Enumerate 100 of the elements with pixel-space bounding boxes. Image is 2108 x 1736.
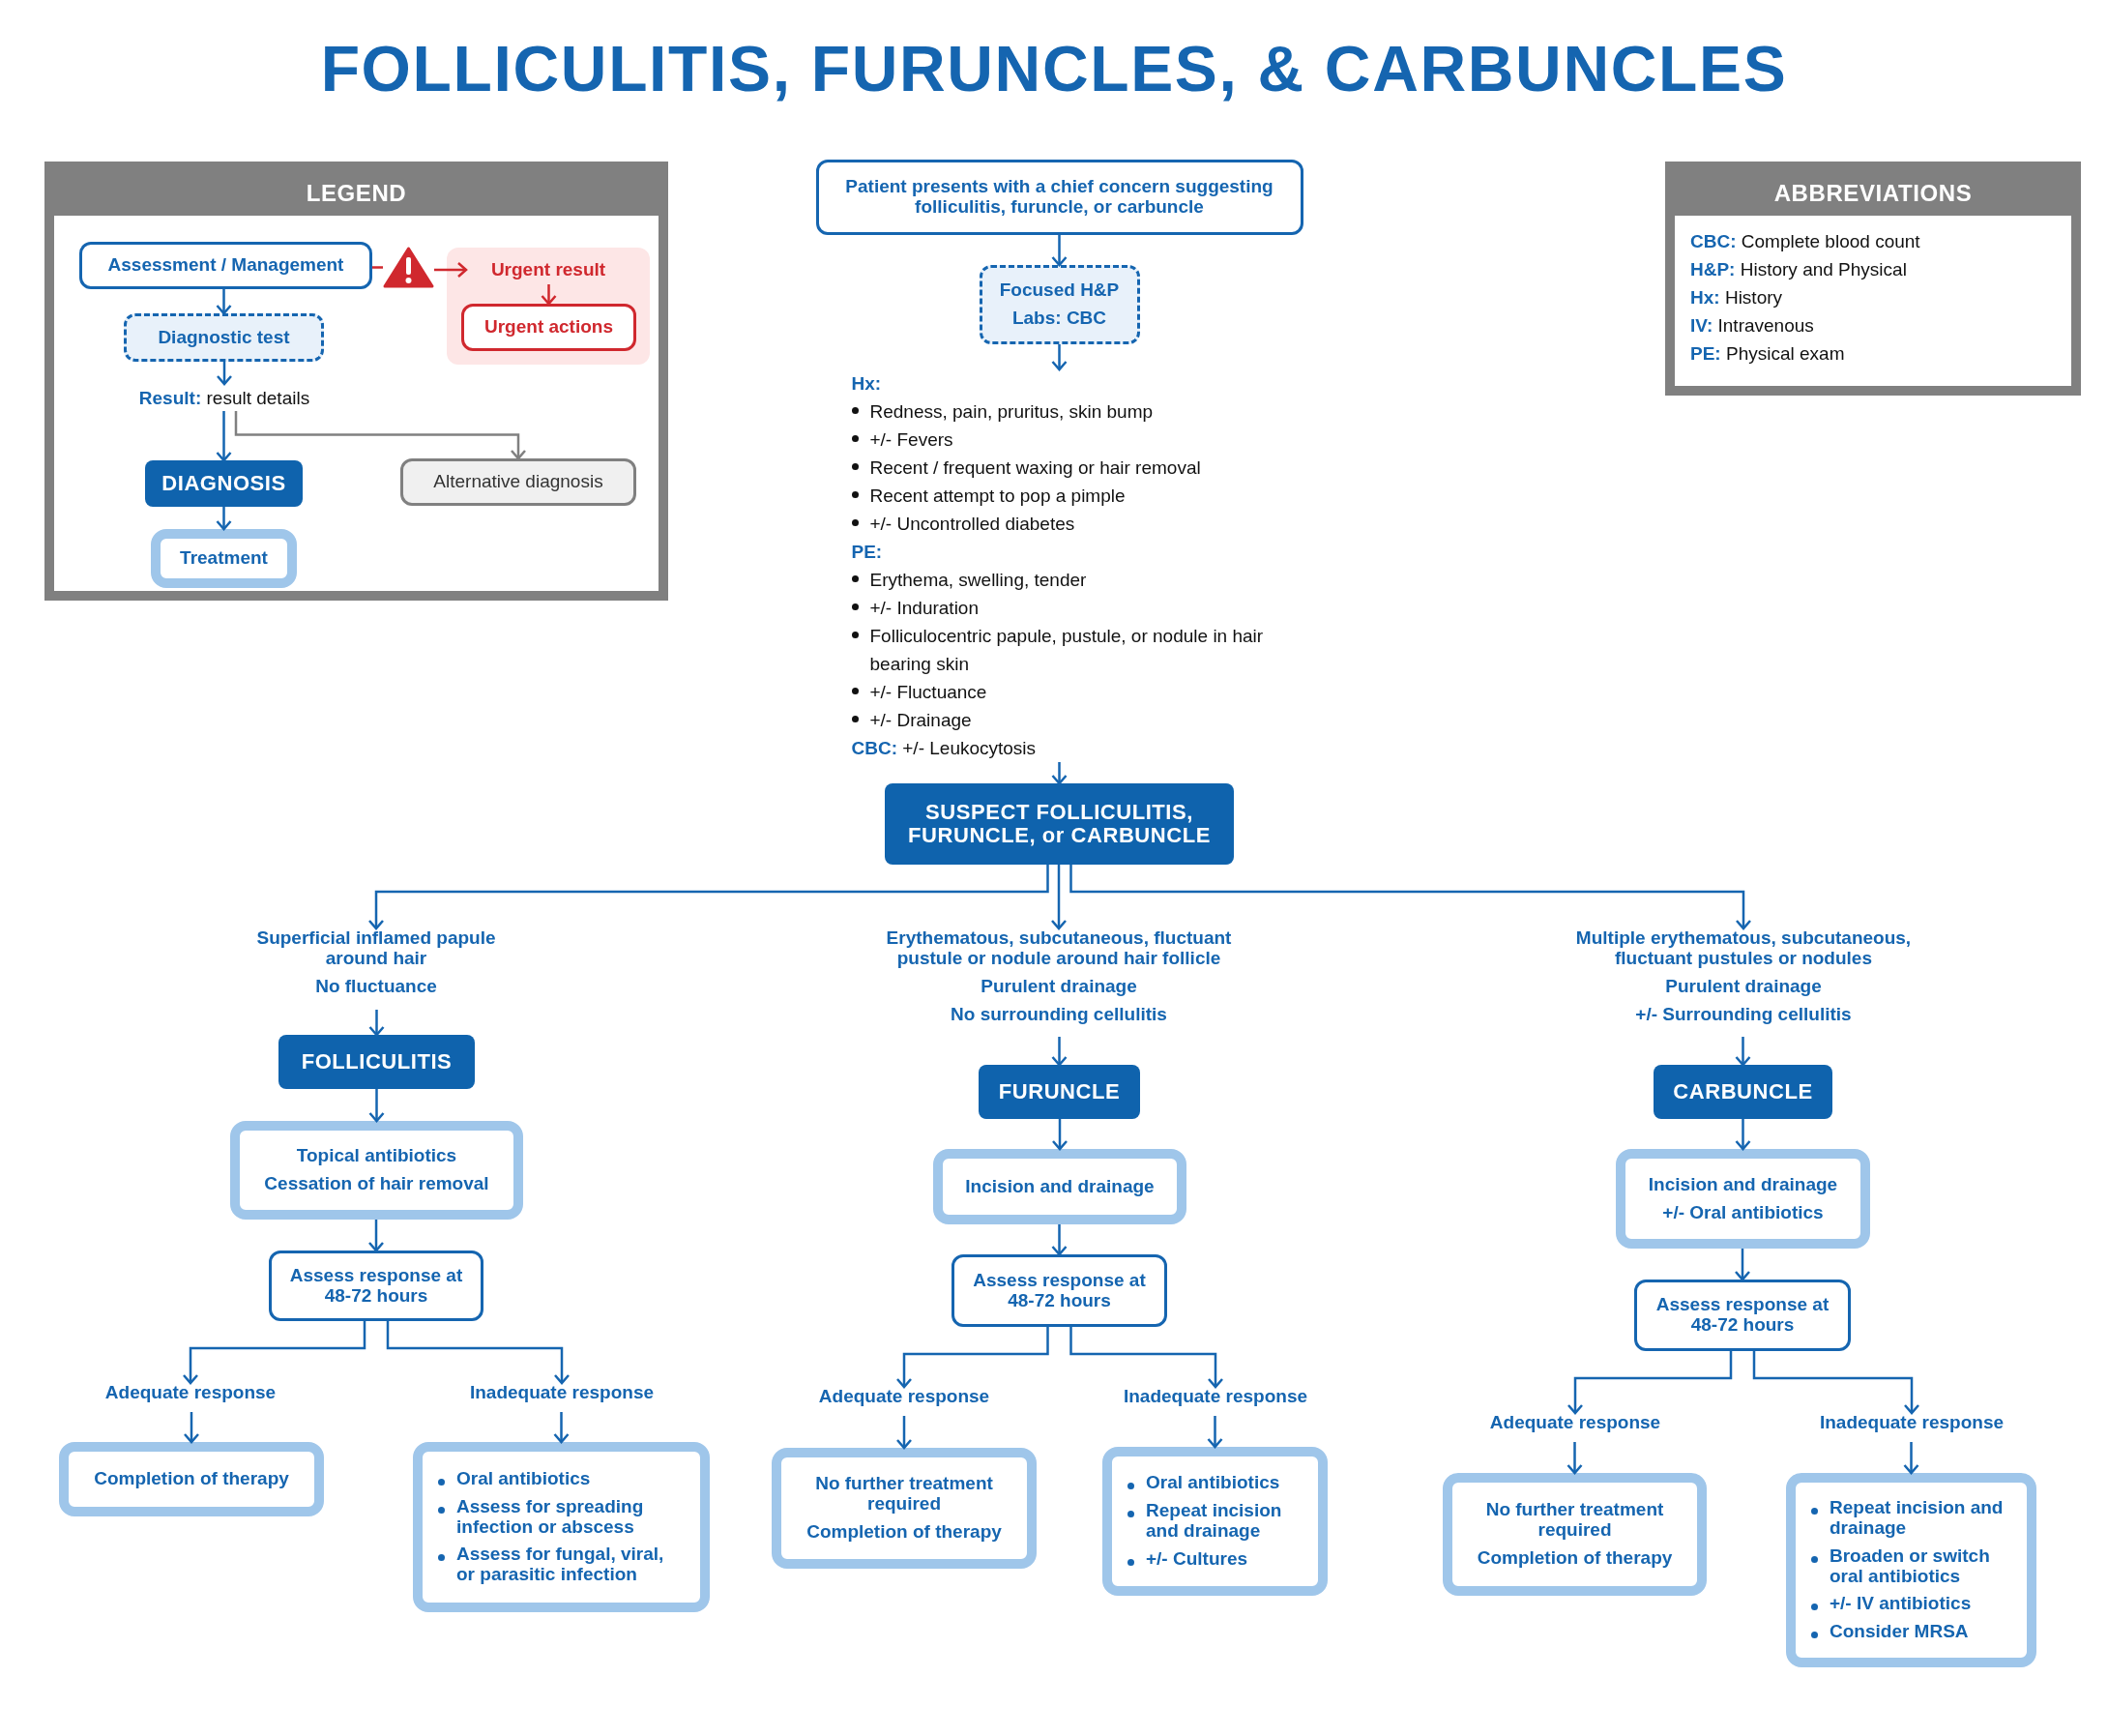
bullet-text: Assess for fungal, viral, or parasitic infection	[456, 1545, 665, 1586]
bullet-text: Redness, pain, pruritus, skin bump	[869, 400, 1154, 424]
node-text: Inadequate response	[469, 1383, 655, 1403]
finding-line: CBC: +/- Leukocytosis	[851, 737, 1038, 760]
diagnosis-box	[1654, 1065, 1832, 1119]
finding-line: Result: result details	[138, 386, 310, 410]
connector-arrow	[1752, 1351, 1920, 1415]
node-text: Incision and drainage	[965, 1176, 1155, 1197]
treatment-box	[1443, 1473, 1707, 1596]
node-text: Inadequate response	[1819, 1413, 2005, 1433]
bullet-text: Oral antibiotics	[1146, 1473, 1280, 1494]
treatment-box	[151, 529, 297, 588]
urgent-box	[461, 304, 636, 351]
treatment-box	[933, 1149, 1186, 1224]
node-text: +/- Surrounding cellulitis	[1635, 1004, 1852, 1025]
bullet-text: Assess for spreading infection or abscess	[456, 1496, 645, 1538]
node-text: Multiple erythematous, subcutaneous, fluctuant pustules or nodules	[1574, 928, 1913, 969]
diagnosis-box	[278, 1035, 475, 1089]
connector-arrow	[367, 1220, 385, 1252]
bullet-text: Oral antibiotics	[456, 1468, 591, 1489]
bullet-text: Recent / frequent waxing or hair removal	[869, 456, 1201, 480]
connector-arrow	[386, 1321, 571, 1385]
node-text: Completion of therapy	[806, 1521, 1002, 1543]
test-box	[979, 265, 1140, 344]
connector-arrow	[541, 284, 557, 306]
bullet-text: +/- Uncontrolled diabetes	[869, 513, 1075, 536]
connector-arrow	[234, 411, 527, 460]
connector-arrow	[182, 1321, 366, 1385]
treatment-box	[1786, 1473, 2036, 1667]
node-text: No further treatment required	[1484, 1500, 1665, 1541]
node-text: Assess response at 48-72 hours	[288, 1265, 464, 1307]
abbreviation-text: H&P: History and Physical	[1690, 258, 1908, 281]
connector-arrow	[1051, 762, 1068, 785]
node-text: DIAGNOSIS	[161, 471, 286, 496]
alternative-box	[400, 458, 636, 506]
connector-arrow	[1735, 1037, 1751, 1067]
node-text: Cessation of hair removal	[264, 1174, 489, 1194]
treatment-box	[1616, 1149, 1870, 1249]
panel-header: LEGEND	[54, 171, 659, 216]
abbreviation-text: IV: Intravenous	[1690, 314, 1815, 338]
section-heading: Hx:	[851, 372, 883, 396]
treatment-box	[1102, 1447, 1328, 1596]
bullet-text: Recent attempt to pop a pimple	[869, 485, 1126, 508]
title: FOLLICULITIS, FURUNCLES, & CARBUNCLES	[319, 37, 1789, 101]
process-box	[952, 1254, 1167, 1327]
test-box	[124, 313, 324, 362]
bullet-text: +/- Induration	[869, 597, 979, 620]
connector-arrow	[216, 507, 232, 531]
node-text: Treatment	[180, 548, 268, 569]
treatment-box	[230, 1121, 523, 1220]
connector-arrow	[895, 1327, 1049, 1389]
diagnosis-box	[885, 783, 1234, 865]
bullet-text: +/- Drainage	[869, 709, 972, 732]
connector-arrow	[216, 362, 233, 386]
node-text: Assess response at 48-72 hours	[972, 1270, 1147, 1311]
connector-arrow	[216, 411, 232, 462]
node-text: Purulent drainage	[1665, 976, 1822, 997]
info-panel	[44, 162, 668, 601]
connector-arrow	[1051, 1224, 1068, 1256]
bullet-text: Folliculocentric papule, pustule, or nodule in hair bearing skin	[869, 625, 1265, 676]
bullet-text: Broaden or switch oral antibiotics	[1830, 1545, 1991, 1587]
bullet-text: +/- Cultures	[1146, 1548, 1248, 1570]
connector-arrow	[1903, 1442, 1919, 1475]
node-text: SUSPECT FOLLICULITIS, FURUNCLE, or CARBUNCLE	[907, 800, 1212, 848]
node-text: Urgent result	[490, 259, 606, 280]
connector-arrow	[1050, 865, 1068, 930]
connector-arrow	[368, 1089, 385, 1123]
node-text: Completion of therapy	[1477, 1547, 1673, 1569]
node-text: Adequate response	[104, 1383, 277, 1403]
bullet-text: Consider MRSA	[1830, 1622, 1969, 1643]
node-text: No surrounding cellulitis	[951, 1004, 1167, 1025]
treatment-box	[59, 1442, 324, 1516]
connector-arrow	[1069, 1327, 1224, 1389]
connector-arrow	[1051, 1119, 1069, 1151]
connector-arrow	[183, 1412, 200, 1444]
node-text: Diagnostic test	[158, 327, 290, 348]
node-text: No fluctuance	[315, 976, 437, 997]
node-text: Completion of therapy	[94, 1469, 289, 1489]
abbreviation-text: PE: Physical exam	[1690, 342, 1846, 366]
warning-icon	[383, 247, 434, 288]
connector-arrow	[434, 261, 468, 279]
bullet-text: Repeat incision and drainage	[1146, 1501, 1283, 1542]
process-box	[1634, 1280, 1851, 1351]
node-text: Focused H&P	[999, 280, 1120, 301]
node-text: Incision and drainage	[1648, 1174, 1838, 1195]
treatment-box	[772, 1448, 1037, 1569]
info-panel	[1665, 162, 2081, 396]
bullet-text: Repeat incision and drainage	[1830, 1497, 2005, 1539]
node-text: Purulent drainage	[981, 976, 1137, 997]
connector-arrow	[367, 865, 1049, 930]
node-text: Urgent actions	[484, 317, 613, 338]
bullet-text: +/- Fluctuance	[869, 681, 987, 704]
node-text: Topical antibiotics	[296, 1146, 457, 1166]
node-text: Alternative diagnosis	[433, 472, 603, 492]
connector-arrow	[1734, 1249, 1751, 1281]
process-box	[79, 242, 372, 289]
node-text: +/- Oral antibiotics	[1662, 1202, 1824, 1223]
abbreviation-text: CBC: Complete blood count	[1690, 230, 1921, 253]
connector-arrow	[895, 1416, 913, 1450]
node-text: No further treatment required	[814, 1474, 994, 1515]
